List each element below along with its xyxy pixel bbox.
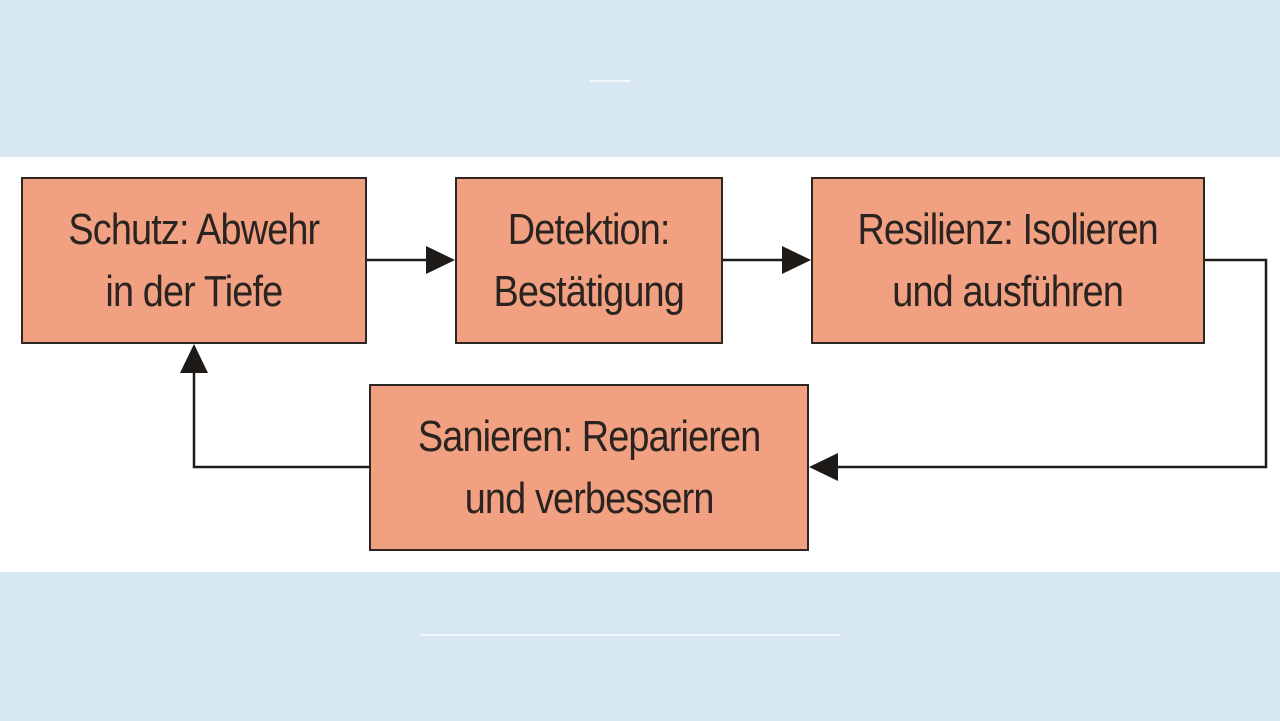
bottom-background-band xyxy=(0,572,1280,721)
node-sanieren: Sanieren: Reparieren und verbessern xyxy=(369,384,809,551)
node-resilienz: Resilienz: Isolieren und ausführen xyxy=(811,177,1205,344)
node-detektion-line-2: Bestätigung xyxy=(493,266,685,316)
node-resilienz-line-2: und ausführen xyxy=(892,266,1125,316)
background-streak xyxy=(590,80,630,82)
node-sanieren-line-2: und verbessern xyxy=(464,473,715,523)
node-schutz-line-2: in der Tiefe xyxy=(105,266,284,316)
node-schutz-line-1: Schutz: Abwehr xyxy=(68,204,321,254)
node-resilienz-line-1: Resilienz: Isolieren xyxy=(857,204,1159,254)
node-detektion-line-1: Detektion: xyxy=(508,204,671,254)
node-sanieren-line-1: Sanieren: Reparieren xyxy=(417,411,761,461)
node-detektion: Detektion: Bestätigung xyxy=(455,177,723,344)
background-streak xyxy=(420,634,840,636)
node-schutz: Schutz: Abwehr in der Tiefe xyxy=(21,177,367,344)
top-background-band xyxy=(0,0,1280,157)
